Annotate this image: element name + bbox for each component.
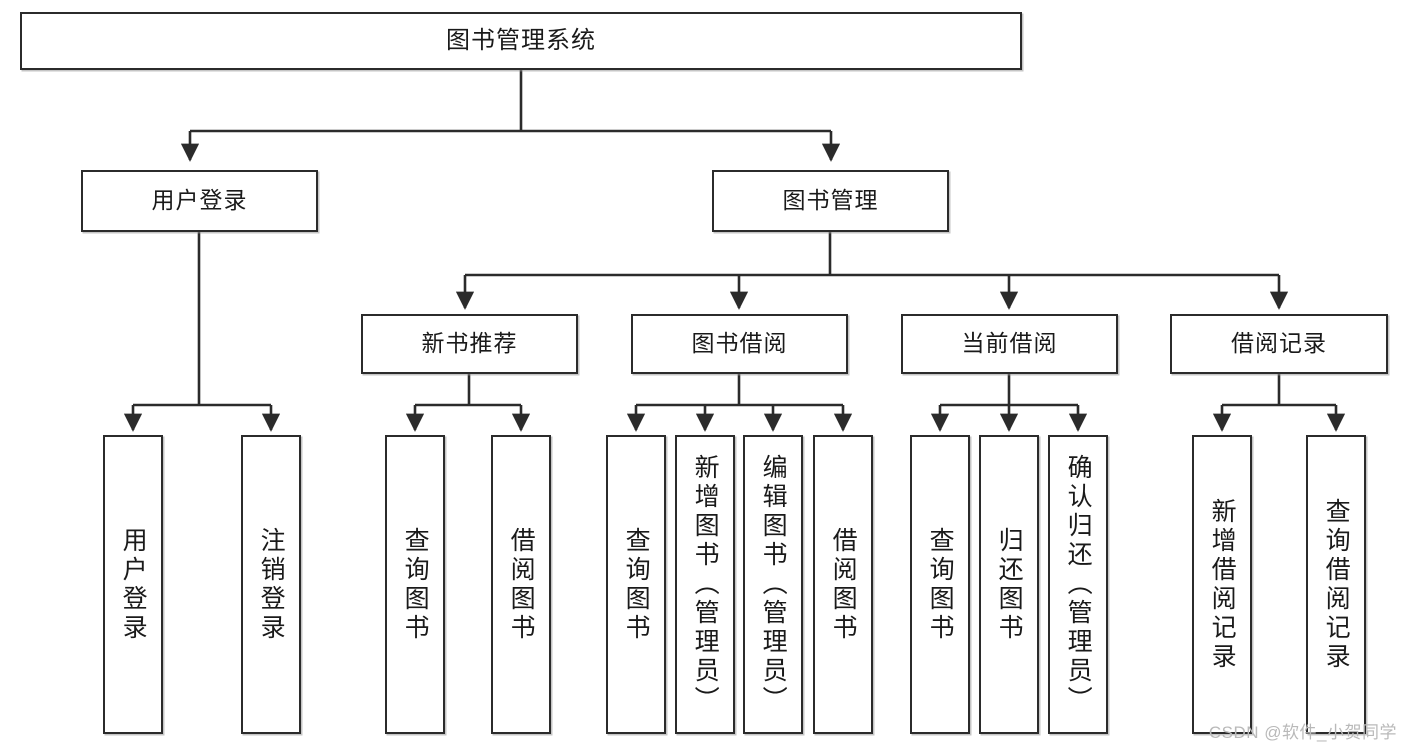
leaf-confirm-return-admin[interactable]: 确认归还（管理员） — [1048, 435, 1108, 734]
node-label: 确认归还（管理员） — [1064, 454, 1093, 715]
node-label: 用户登录 — [119, 526, 148, 643]
watermark-text: CSDN @软件_小贺同学 — [1208, 723, 1397, 742]
leaf-borrow-book-borrow[interactable]: 借阅图书 — [813, 435, 873, 734]
node-label: 借阅记录 — [1231, 330, 1327, 357]
node-label: 查询图书 — [926, 526, 955, 643]
leaf-user-logout[interactable]: 注销登录 — [241, 435, 301, 734]
node-label: 查询图书 — [401, 526, 430, 643]
leaf-add-book-admin[interactable]: 新增图书（管理员） — [675, 435, 735, 734]
node-label: 编辑图书（管理员） — [759, 454, 788, 715]
leaf-query-book-recommend[interactable]: 查询图书 — [385, 435, 445, 734]
node-user-login[interactable]: 用户登录 — [81, 170, 318, 232]
node-current-borrow[interactable]: 当前借阅 — [901, 314, 1118, 374]
node-label: 新增借阅记录 — [1208, 497, 1237, 672]
leaf-borrow-book-recommend[interactable]: 借阅图书 — [491, 435, 551, 734]
node-label: 图书管理 — [782, 187, 879, 214]
node-label: 归还图书 — [995, 526, 1024, 643]
node-new-book-recommend[interactable]: 新书推荐 — [361, 314, 578, 374]
leaf-query-book-borrow[interactable]: 查询图书 — [606, 435, 666, 734]
node-label: 借阅图书 — [829, 526, 858, 643]
node-label: 查询借阅记录 — [1322, 497, 1351, 672]
leaf-query-borrow-record[interactable]: 查询借阅记录 — [1306, 435, 1366, 734]
node-book-borrow[interactable]: 图书借阅 — [631, 314, 848, 374]
node-root-book-management-system[interactable]: 图书管理系统 — [20, 12, 1022, 70]
node-book-management[interactable]: 图书管理 — [712, 170, 949, 232]
node-label: 新增图书（管理员） — [691, 454, 720, 715]
node-label: 查询图书 — [622, 526, 651, 643]
leaf-query-book-current[interactable]: 查询图书 — [910, 435, 970, 734]
node-label: 注销登录 — [257, 526, 286, 643]
leaf-add-borrow-record[interactable]: 新增借阅记录 — [1192, 435, 1252, 734]
node-label: 当前借阅 — [961, 330, 1058, 357]
node-label: 图书管理系统 — [446, 26, 596, 54]
node-label: 用户登录 — [151, 187, 248, 214]
node-label: 新书推荐 — [421, 330, 518, 357]
leaf-user-login[interactable]: 用户登录 — [103, 435, 163, 734]
node-borrow-record[interactable]: 借阅记录 — [1170, 314, 1388, 374]
node-label: 图书借阅 — [691, 330, 788, 357]
leaf-return-book[interactable]: 归还图书 — [979, 435, 1039, 734]
leaf-edit-book-admin[interactable]: 编辑图书（管理员） — [743, 435, 803, 734]
node-label: 借阅图书 — [507, 526, 536, 643]
